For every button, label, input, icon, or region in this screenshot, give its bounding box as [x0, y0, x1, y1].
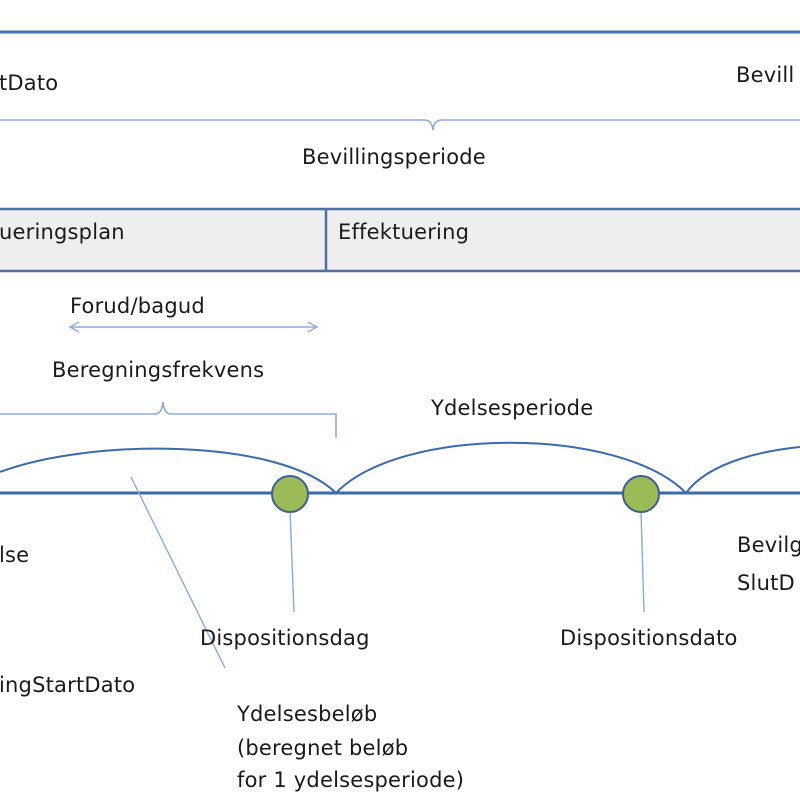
grant-period-brace — [0, 119, 800, 131]
calc-frequency-label: Beregningsfrekvens — [52, 358, 265, 382]
grant-label-top-right: Bevill — [736, 63, 795, 87]
benefit-amount-line3: for 1 ydelsesperiode) — [237, 768, 465, 792]
calc-frequency-brace — [0, 401, 337, 438]
forward-backward-arrow — [68, 321, 319, 333]
start-date-label-top: tDato — [0, 71, 59, 95]
phase-execution-label: Effektuering — [338, 220, 470, 244]
disposition-date-label: Dispositionsdato — [560, 626, 738, 650]
benefit-amount-line2: (beregnet beløb — [237, 736, 409, 760]
forward-backward-label: Forud/bagud — [70, 294, 205, 318]
benefit-period-arcs — [0, 441, 800, 494]
disposition-marker-2 — [622, 475, 660, 513]
benefit-amount-line1: Ydelsesbeløb — [237, 702, 378, 726]
benefit-period-label: Ydelsesperiode — [431, 396, 594, 420]
disposition-marker-1 — [271, 475, 309, 513]
grant-end-label-line1: Bevilg — [737, 533, 800, 557]
disposition-day-label: Dispositionsdag — [200, 626, 370, 650]
pointer-lines — [130, 476, 645, 669]
start-date-label: ingStartDato — [0, 673, 136, 697]
phase-plan-label: ueringsplan — [0, 220, 125, 244]
phase-bar — [0, 207, 800, 273]
grant-period-label: Bevillingsperiode — [302, 145, 486, 169]
left-partial-label: lse — [0, 543, 30, 567]
grant-end-label-line2: SlutD — [737, 571, 795, 595]
